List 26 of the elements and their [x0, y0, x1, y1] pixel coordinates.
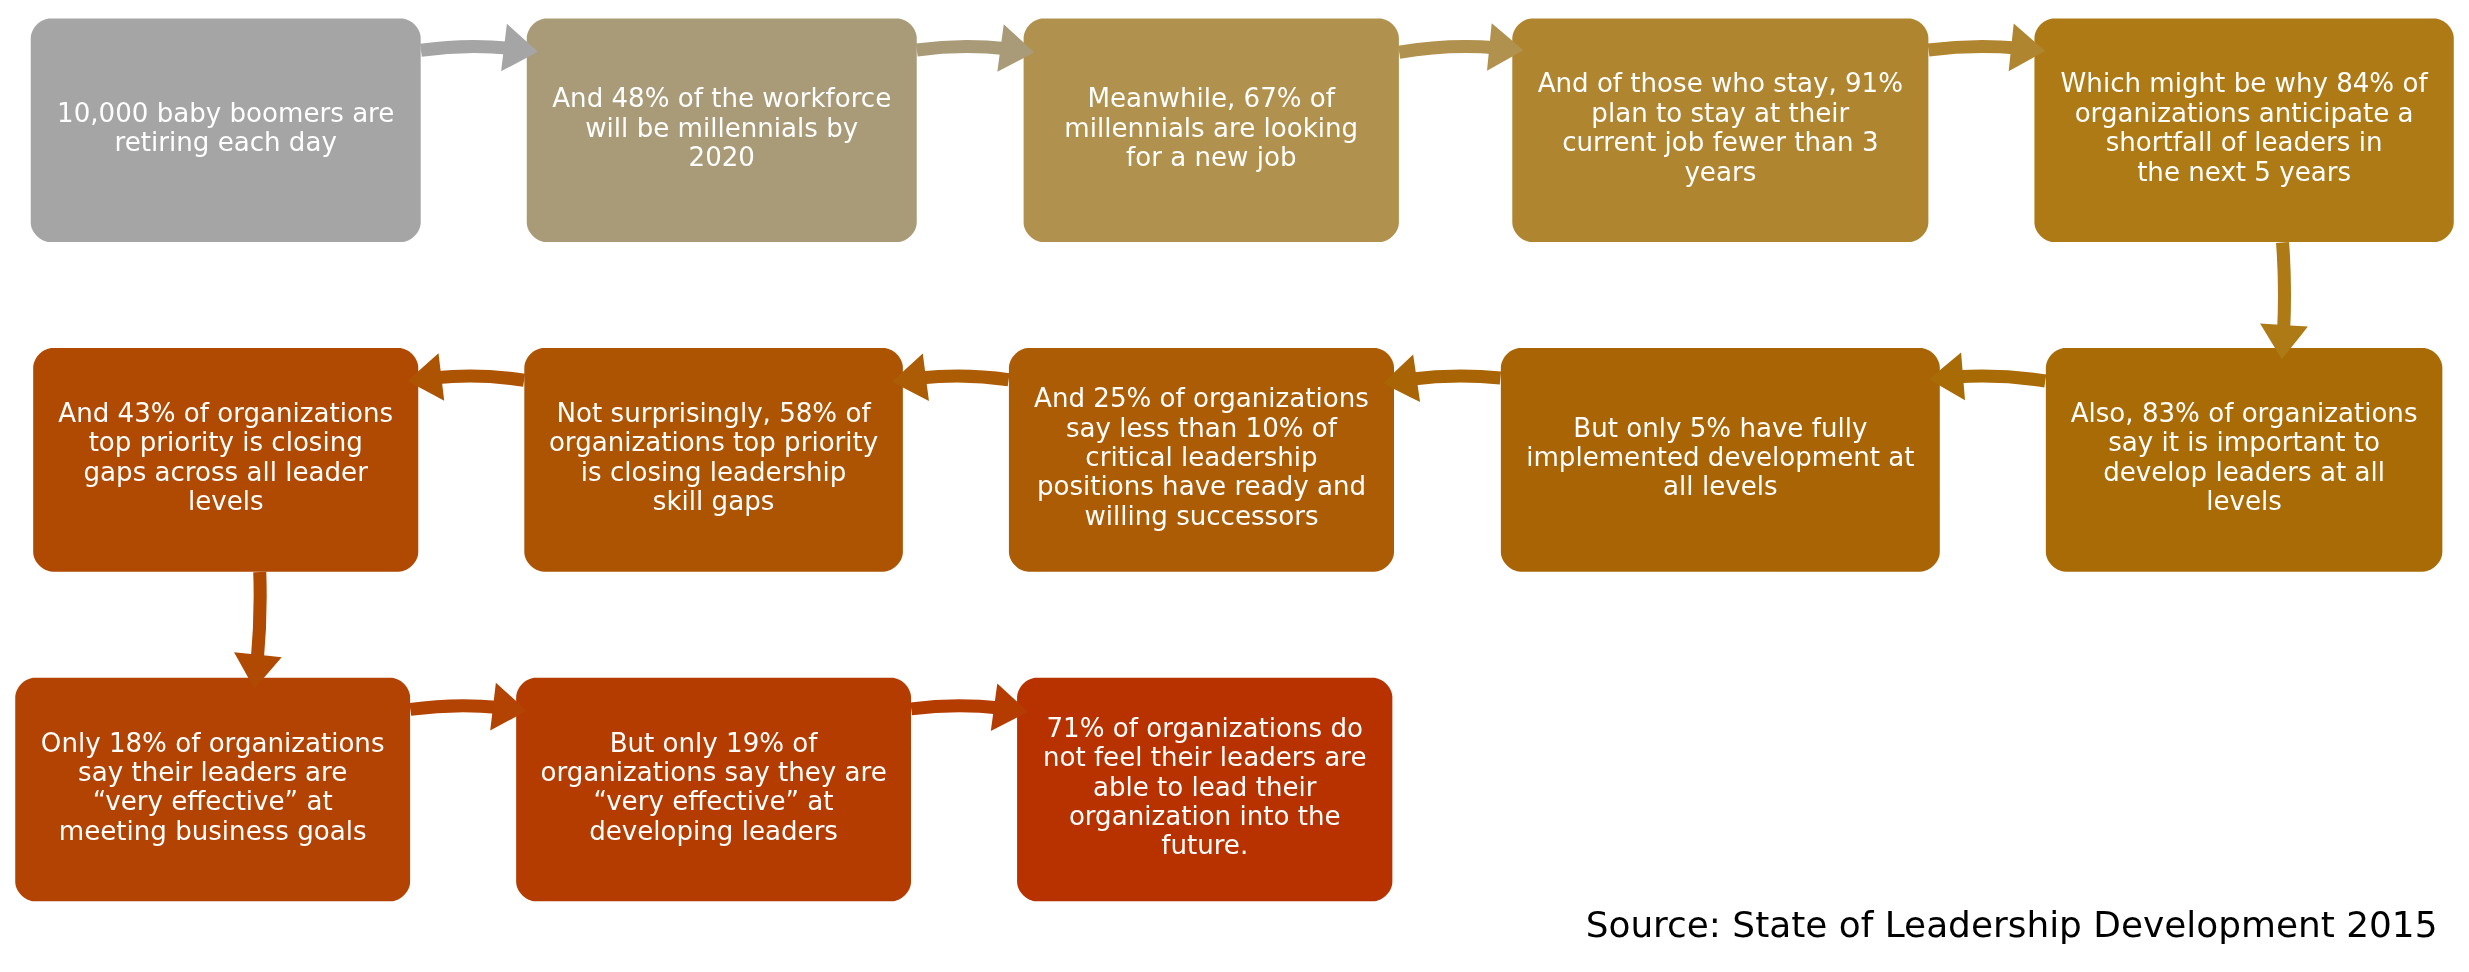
arrow [420, 23, 538, 72]
arrow [234, 571, 282, 689]
node-box: 10,000 baby boomers are retiring each day [30, 18, 421, 243]
node-box: Only 18% of organizations say their leaders are “very effective” at meeting business goals [15, 677, 411, 902]
node-box: Which might be why 84% of organizations anticipate a shortfall of leaders in the next 5 years [2034, 18, 2454, 243]
node-box: And 25% of organizations say less than 10% of critical leadership positions have ready and willing successors [1008, 348, 1394, 572]
arrow [407, 353, 525, 401]
node-box: And 43% of organizations top priority is closing gaps across all leader levels [33, 348, 419, 572]
node-box: And of those who stay, 91% plan to stay at their current job fewer than 3 years [1512, 18, 1929, 243]
arrow [2260, 241, 2308, 360]
arrow [1382, 354, 1502, 403]
arrow [1398, 23, 1524, 71]
node-box: Meanwhile, 67% of millennials are looking for a new job [1023, 18, 1399, 243]
node-box: But only 5% have fully implemented development at all levels [1500, 348, 1940, 572]
arrow [409, 682, 527, 731]
node-box: Also, 83% of organizations say it is important to develop leaders at all levels [2045, 348, 2443, 572]
arrow [1927, 23, 2046, 72]
arrow [915, 24, 1035, 72]
node-box: 71% of organizations do not feel their leaders are able to lead their organization into the future. [1017, 677, 1393, 902]
caption: Source: State of Leadership Development 2015 [1585, 903, 2438, 945]
arrow [1928, 352, 2047, 401]
arrow [891, 353, 1010, 402]
node-box: But only 19% of organizations say they are “very effective” at developing leaders [516, 677, 911, 902]
node-box: Not surprisingly, 58% of organizations top priority is closing leadership skill gaps [524, 348, 903, 572]
node-box: And 48% of the workforce will be millennials by 2020 [526, 18, 917, 243]
arrow [910, 683, 1028, 731]
